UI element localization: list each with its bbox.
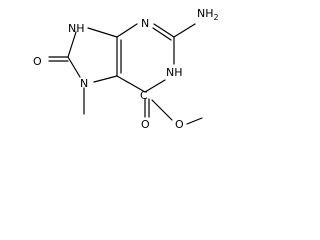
label-nh-upper-left: NH [68,22,85,35]
label-o-left: O [33,55,42,68]
chemical-structure-diagram: NH2 N NH O N NH C O O [33,7,219,131]
label-nh-right: NH [166,66,183,79]
bond-o-ester-methyl [186,117,203,125]
label-nh2: NH2 [197,7,219,22]
bond-c4-n3 [116,23,138,38]
label-n-methyl: N [80,77,88,90]
label-n-top: N [141,17,149,30]
bond-n1-c6 [144,79,166,93]
bonds [48,23,203,125]
bond-c8-n7 [67,56,81,78]
label-o-bottom: O [141,118,150,131]
bond-c6-o-ester [151,99,173,121]
bond-n9-c8 [67,31,77,58]
label-o-ester: O [175,118,184,131]
atom-labels: NH2 N NH O N NH C O O [33,7,219,131]
bond-c6-c5 [116,75,146,93]
bond-n7-c5 [93,75,118,83]
bond-n3-c2-double [152,27,172,41]
label-c-center: C [140,89,148,102]
bond-n3-c2 [153,23,175,38]
bond-c2-nh2 [173,23,196,38]
bond-c4-n9 [87,27,118,38]
